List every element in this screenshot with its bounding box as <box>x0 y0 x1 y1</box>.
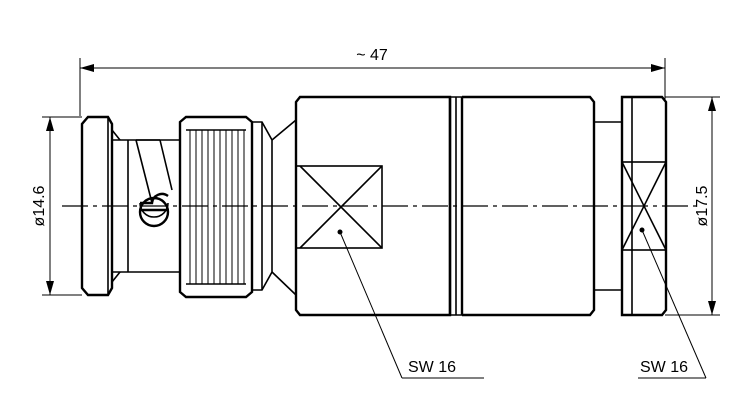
transition-cone <box>252 119 297 296</box>
wrench-right-label: SW 16 <box>640 359 688 376</box>
knurled-nut <box>178 115 254 299</box>
left-diameter-dimension: ø14.6 <box>31 116 82 296</box>
left-diameter-label: ø14.6 <box>31 185 48 226</box>
overall-length-label: ~ 47 <box>356 47 388 64</box>
wrench-left-label: SW 16 <box>408 359 456 376</box>
right-diameter-label: ø17.5 <box>694 185 711 226</box>
wrench-left-callout: SW 16 <box>337 229 484 379</box>
right-diameter-dimension: ø17.5 <box>665 96 720 316</box>
overall-length-dimension: ~ 47 <box>79 47 666 116</box>
wrench-right-callout: SW 16 <box>638 227 707 379</box>
